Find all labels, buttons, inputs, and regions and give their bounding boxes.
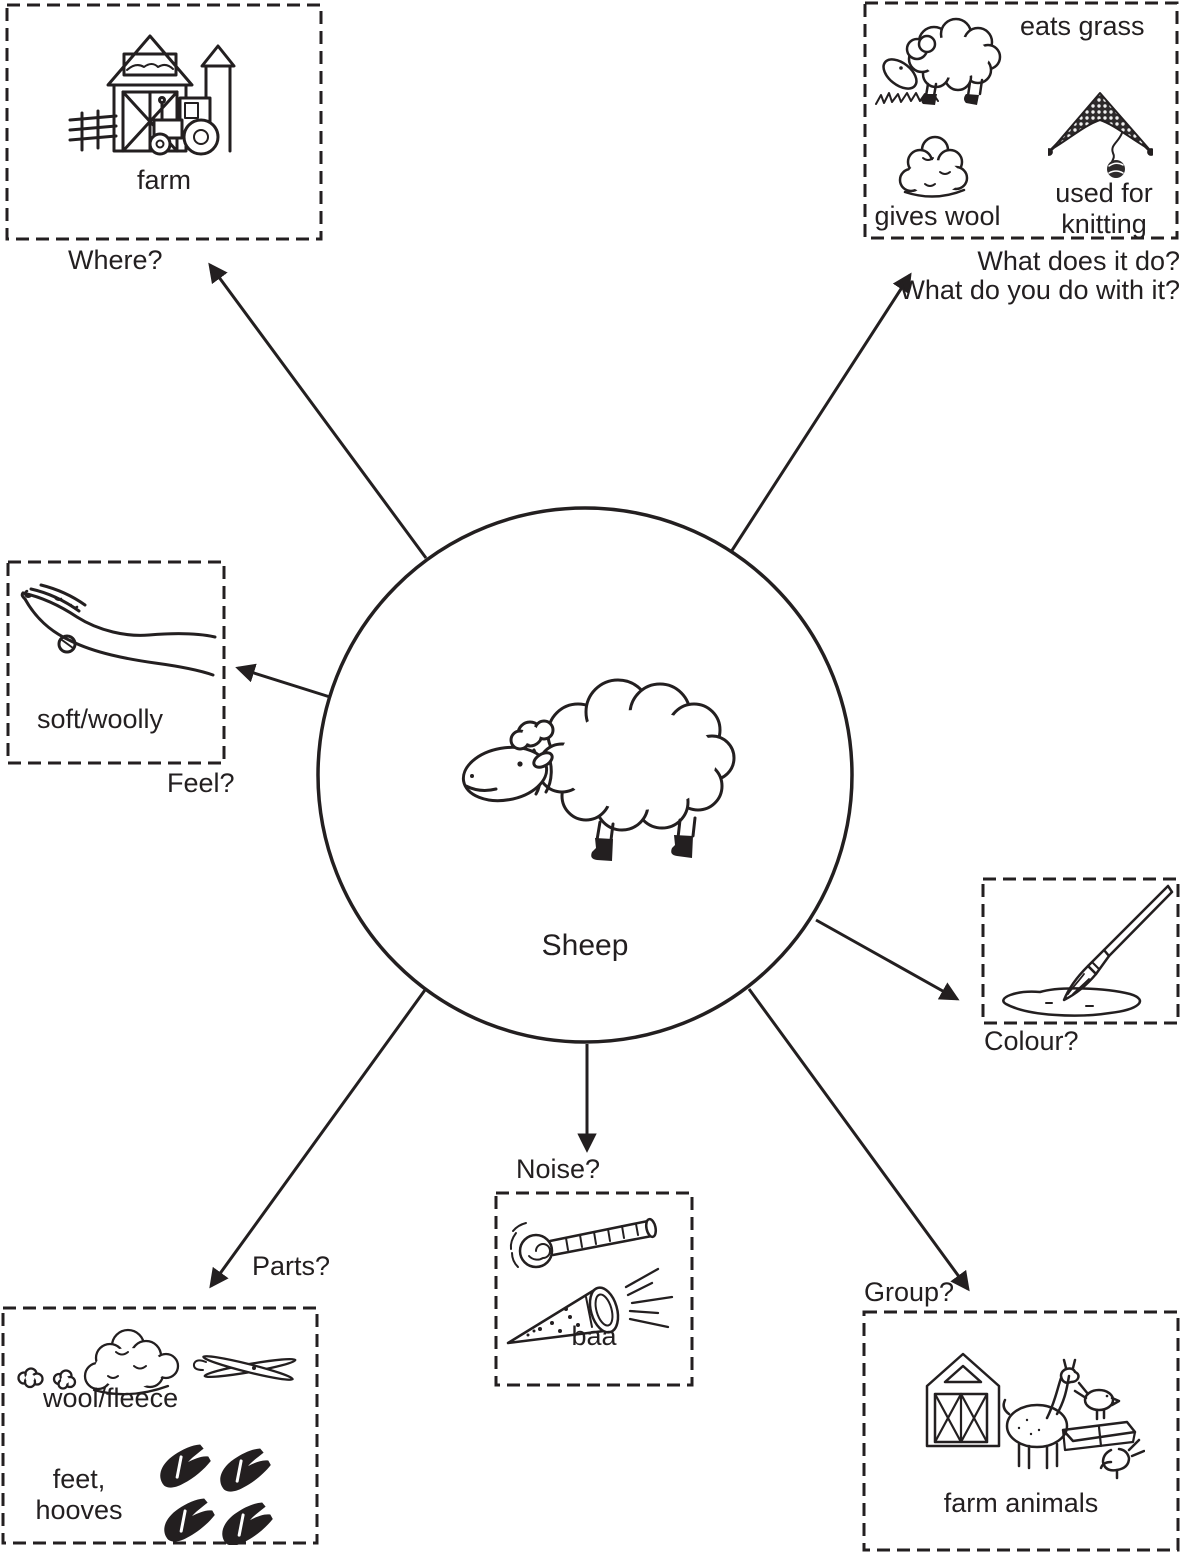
colour-question: Colour? — [984, 1026, 1079, 1056]
what-question: What does it do? What do you do with it? — [899, 247, 1180, 305]
arrow-feel — [235, 663, 331, 699]
hoofprints-icon — [150, 1440, 275, 1545]
fleece-shears-icon — [8, 1318, 308, 1418]
parts-item-feet-hooves: feet, hooves — [14, 1464, 144, 1526]
what-box — [863, 1, 1179, 240]
where-question: Where? — [68, 245, 163, 275]
what-question-line2: What do you do with it? — [899, 275, 1180, 305]
where-box — [5, 3, 323, 241]
paintbrush-icon — [988, 882, 1176, 1022]
arrow-parts — [209, 989, 427, 1289]
group-box — [862, 1310, 1180, 1552]
used-for-line: used for — [1055, 178, 1153, 208]
knitting-icon — [1048, 85, 1153, 180]
sheep-icon — [450, 672, 745, 867]
arrow-where — [208, 262, 428, 559]
feet-line: feet, — [52, 1464, 106, 1494]
parts-item-wool-fleece: wool/fleece — [43, 1383, 179, 1413]
feel-item-label: soft/woolly — [37, 704, 164, 734]
parts-question: Parts? — [252, 1251, 331, 1281]
farm-barn-tractor-icon — [68, 28, 248, 163]
farm-animals-icon — [915, 1338, 1145, 1488]
noise-question: Noise? — [516, 1154, 601, 1184]
arrow-group — [747, 988, 970, 1292]
wool-pile-icon — [893, 132, 978, 207]
group-item-label: farm animals — [943, 1488, 1099, 1518]
feel-question: Feel? — [167, 768, 235, 798]
group-question: Group? — [864, 1277, 955, 1307]
center-label: Sheep — [541, 929, 629, 962]
noise-box — [494, 1191, 694, 1387]
feel-box — [6, 560, 226, 765]
what-item-gives-wool: gives wool — [874, 201, 1001, 231]
colour-box — [981, 877, 1180, 1025]
what-item-eats-grass: eats grass — [1020, 11, 1145, 41]
knitting-line: knitting — [1061, 209, 1147, 239]
center-circle — [316, 506, 854, 1044]
grazing-sheep-icon — [870, 12, 1015, 112]
what-question-line1: What does it do? — [977, 246, 1180, 276]
arrow-colour — [815, 918, 960, 1001]
what-item-used-for-knitting: used for knitting — [1039, 178, 1169, 240]
party-blower-horn-icon — [500, 1205, 690, 1370]
where-item-label: farm — [137, 165, 191, 195]
parts-box — [1, 1306, 319, 1545]
hooves-line: hooves — [35, 1495, 123, 1525]
arrow-what — [729, 272, 912, 553]
stroking-hand-icon — [15, 575, 220, 700]
noise-item-label: baa — [571, 1321, 617, 1351]
